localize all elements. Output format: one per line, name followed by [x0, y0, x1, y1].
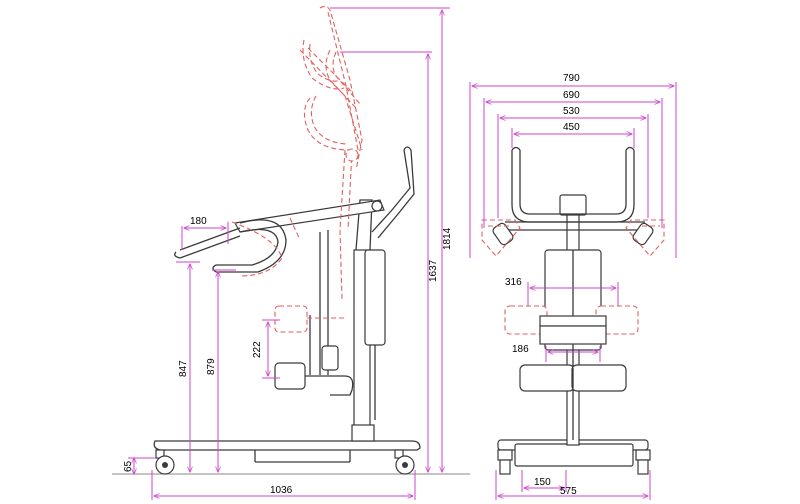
side-dim-total-height: 1814	[330, 7, 453, 472]
dim-label-1036: 1036	[270, 485, 293, 496]
front-left-caster-icon	[499, 459, 511, 475]
front-dim-690: 690	[483, 90, 663, 228]
front-handle-frame	[492, 146, 654, 246]
front-view: 790 690 530 450 316	[469, 73, 677, 500]
dim-label-1814: 1814	[442, 227, 453, 250]
dim-label-222: 222	[252, 341, 263, 358]
front-dim-575: 575	[495, 470, 651, 500]
front-dim-530: 530	[497, 106, 649, 218]
side-view: 1814 1637 879 847 222 180	[112, 5, 470, 500]
front-ghost-handles	[481, 219, 665, 257]
front-dim-450: 450	[511, 122, 635, 148]
dim-label-65: 65	[123, 460, 134, 472]
dim-label-790: 790	[563, 73, 580, 84]
front-dim-316: 316	[505, 277, 619, 306]
side-dim-base-clearance: 65	[123, 458, 156, 474]
side-ghost-raised	[231, 5, 363, 333]
dim-label-150: 150	[534, 477, 551, 488]
dim-label-530: 530	[563, 106, 580, 117]
front-right-caster-icon	[637, 459, 649, 475]
front-dim-186: 186	[512, 344, 601, 362]
front-dim-150: 150	[521, 470, 567, 492]
side-dim-kneepad-low: 847	[176, 261, 200, 472]
dim-label-1637: 1637	[428, 259, 439, 282]
dim-label-180: 180	[190, 216, 207, 227]
side-kneepad	[274, 315, 354, 396]
dim-label-450: 450	[563, 122, 580, 133]
front-lower-pads	[519, 364, 627, 392]
side-dim-kneepad-adjust: 222	[252, 319, 280, 379]
dim-label-316: 316	[505, 277, 522, 288]
dim-label-186: 186	[512, 344, 529, 355]
dim-label-575: 575	[560, 486, 577, 497]
dim-label-690: 690	[563, 90, 580, 101]
side-mast	[351, 146, 415, 442]
front-kneepads	[504, 305, 639, 345]
dim-label-847: 847	[178, 360, 189, 377]
side-base	[153, 440, 421, 475]
side-dim-kneepad-high: 879	[206, 269, 236, 472]
side-dim-handle-depth: 180	[181, 216, 229, 250]
side-dim-base-length: 1036	[151, 470, 416, 500]
front-dim-790: 790	[469, 73, 677, 258]
side-dim-mast-height: 1637	[340, 51, 439, 472]
dim-label-879: 879	[206, 358, 217, 375]
